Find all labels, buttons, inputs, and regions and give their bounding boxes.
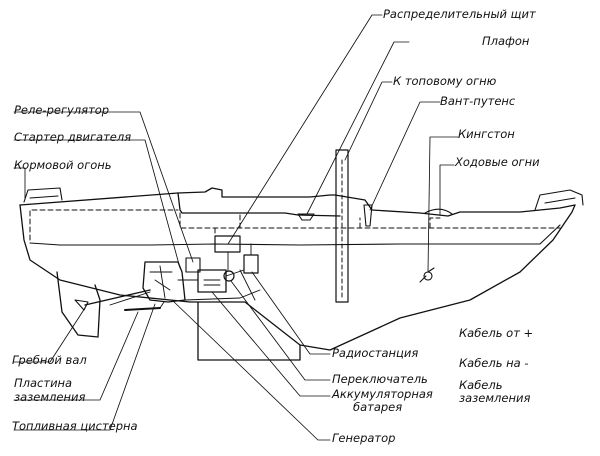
leader-propeller-shaft <box>13 307 86 363</box>
label-cable-minus: Кабель на - <box>459 356 529 370</box>
leader-distribution-panel <box>227 14 383 245</box>
deck-line <box>19 187 576 217</box>
label-propeller-shaft: Гребной вал <box>12 353 87 367</box>
leader-ceiling-light <box>306 41 410 215</box>
panel-box <box>214 235 241 253</box>
battery-cells <box>203 279 221 286</box>
leader-generator <box>171 299 331 441</box>
battery-box <box>197 269 227 293</box>
leader-fuel-tank <box>13 303 156 431</box>
leader-seacock <box>427 136 459 273</box>
leader-engine-starter <box>13 139 181 269</box>
inner-hull-line <box>29 224 561 246</box>
label-cable-ground-line1: Кабель <box>459 378 503 392</box>
leader-radio <box>251 271 331 355</box>
ground-plate <box>124 307 161 311</box>
fore-hatch <box>424 208 453 215</box>
turnbuckle-symbol <box>363 204 373 227</box>
engine-detail <box>149 265 173 299</box>
label-engine-starter: Стартер двигателя <box>14 130 132 144</box>
leader-voltage-regulator <box>13 111 194 263</box>
label-fuel-tank: Топливная цистерна <box>12 419 138 433</box>
mast <box>335 149 349 303</box>
seacock-symbol <box>423 271 433 281</box>
label-battery-line2: батарея <box>353 400 403 414</box>
rudder <box>56 271 101 338</box>
ceiling-light-symbol <box>297 213 315 221</box>
leader-stern-light <box>13 167 26 199</box>
label-generator: Генератор <box>332 431 396 445</box>
leader-masthead-light <box>344 81 393 161</box>
label-stern-light: Кормовой огонь <box>14 158 112 172</box>
label-cable-plus: Кабель от + <box>459 326 534 340</box>
leader-ground-plate <box>13 311 139 401</box>
label-ceiling-light: Плафон <box>482 34 530 48</box>
label-switch: Переключатель <box>332 372 428 386</box>
label-turnbuckle: Вант-путенс <box>440 94 516 108</box>
radio-box <box>243 254 259 274</box>
label-ground-plate-line2: заземления <box>14 390 86 404</box>
label-radio-station: Радиостанция <box>332 346 419 360</box>
leader-running-lights <box>439 164 455 216</box>
label-running-lights: Ходовые огни <box>455 155 540 169</box>
label-cable-ground-line2: заземления <box>459 391 531 405</box>
label-battery-line1: Аккумуляторная <box>332 387 433 401</box>
switch-symbol <box>223 270 235 282</box>
leader-battery <box>211 291 331 397</box>
cabin-roof <box>177 192 341 217</box>
label-masthead-light: К топовому огню <box>393 74 497 88</box>
label-distribution-panel: Распределительный щит <box>383 7 536 21</box>
propeller <box>74 299 89 311</box>
label-seacock: Кингстон <box>458 127 515 141</box>
stern-rail <box>23 187 63 203</box>
engine-block <box>142 261 186 303</box>
keel <box>197 301 301 361</box>
propeller-shaft <box>84 289 151 306</box>
equipment-wiring <box>109 243 261 309</box>
leader-switch <box>230 280 331 381</box>
label-voltage-regulator: Реле-регулятор <box>14 103 110 117</box>
bow-rail <box>534 189 584 211</box>
leader-turnbuckle <box>369 101 441 211</box>
label-ground-plate-line1: Пластина <box>14 376 73 390</box>
